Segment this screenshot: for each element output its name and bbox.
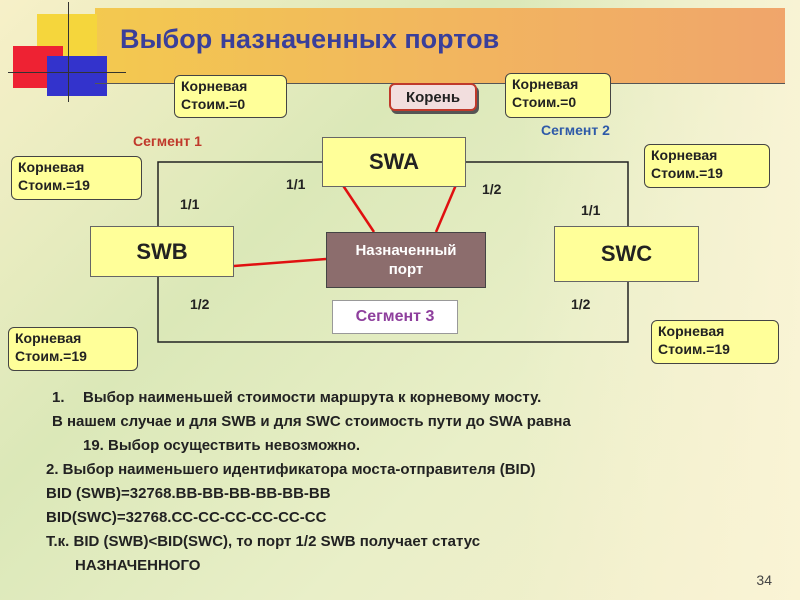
port-swb-top: 1/1 <box>180 196 200 212</box>
designated-port-line1: Назначенный <box>355 242 457 259</box>
deco-blue-square <box>47 56 107 96</box>
root-label: Корень <box>389 83 477 111</box>
switch-swb: SWB <box>90 226 234 277</box>
network-links <box>157 161 629 343</box>
text-line7: Т.к. BID (SWB)<BID(SWC), то порт 1/2 SWB… <box>46 533 481 550</box>
text-line8: НАЗНАЧЕННОГО <box>75 557 201 574</box>
segment-1-link <box>157 161 322 226</box>
text-line6: BID(SWC)=32768.CC-CC-CC-CC-CC-CC <box>46 509 327 526</box>
port-swb-bottom: 1/2 <box>190 296 210 312</box>
port-swa-left: 1/1 <box>286 176 306 192</box>
callout-swa-right-cost: Корневая Стоим.=0 <box>505 73 611 118</box>
callout-swc-top-cost: Корневая Стоим.=19 <box>644 144 770 188</box>
segment-1-label: Сегмент 1 <box>133 133 202 149</box>
designated-port-label: Назначенный порт <box>326 232 486 288</box>
designated-port-line2: порт <box>388 261 424 278</box>
callout-swc-bottom-cost: Корневая Стоим.=19 <box>651 320 779 364</box>
title-band <box>95 8 785 84</box>
page-title: Выбор назначенных портов <box>120 24 500 54</box>
segment-2-link <box>466 161 629 226</box>
text-line2: В нашем случае и для SWB и для SWC стоим… <box>52 413 571 430</box>
deco-vertical-line <box>68 2 69 102</box>
segment-3-label: Сегмент 3 <box>332 300 458 334</box>
switch-swa: SWA <box>322 137 466 187</box>
callout-swb-bottom-cost: Корневая Стоим.=19 <box>8 327 138 371</box>
port-swa-right: 1/2 <box>482 181 502 197</box>
callout-swa-left-cost: Корневая Стоим.=0 <box>174 75 287 118</box>
text-line5: BID (SWB)=32768.BB-BB-BB-BB-BB-BB <box>46 485 331 502</box>
text-line3: 19. Выбор осуществить невозможно. <box>83 437 361 454</box>
segment-2-label: Сегмент 2 <box>541 122 610 138</box>
callout-swb-top-cost: Корневая Стоим.=19 <box>11 156 142 200</box>
deco-horizontal-line <box>8 72 126 73</box>
text-item1-number: 1. <box>52 389 65 406</box>
port-swc-bottom: 1/2 <box>571 296 591 312</box>
switch-swc: SWC <box>554 226 699 282</box>
port-swc-top: 1/1 <box>581 202 601 218</box>
text-item1: Выбор наименьшей стоимости маршрута к ко… <box>83 389 542 406</box>
text-line4: 2. Выбор наименьшего идентификатора мост… <box>46 461 536 478</box>
segment-3-link <box>157 277 629 343</box>
page-number: 34 <box>756 572 772 588</box>
